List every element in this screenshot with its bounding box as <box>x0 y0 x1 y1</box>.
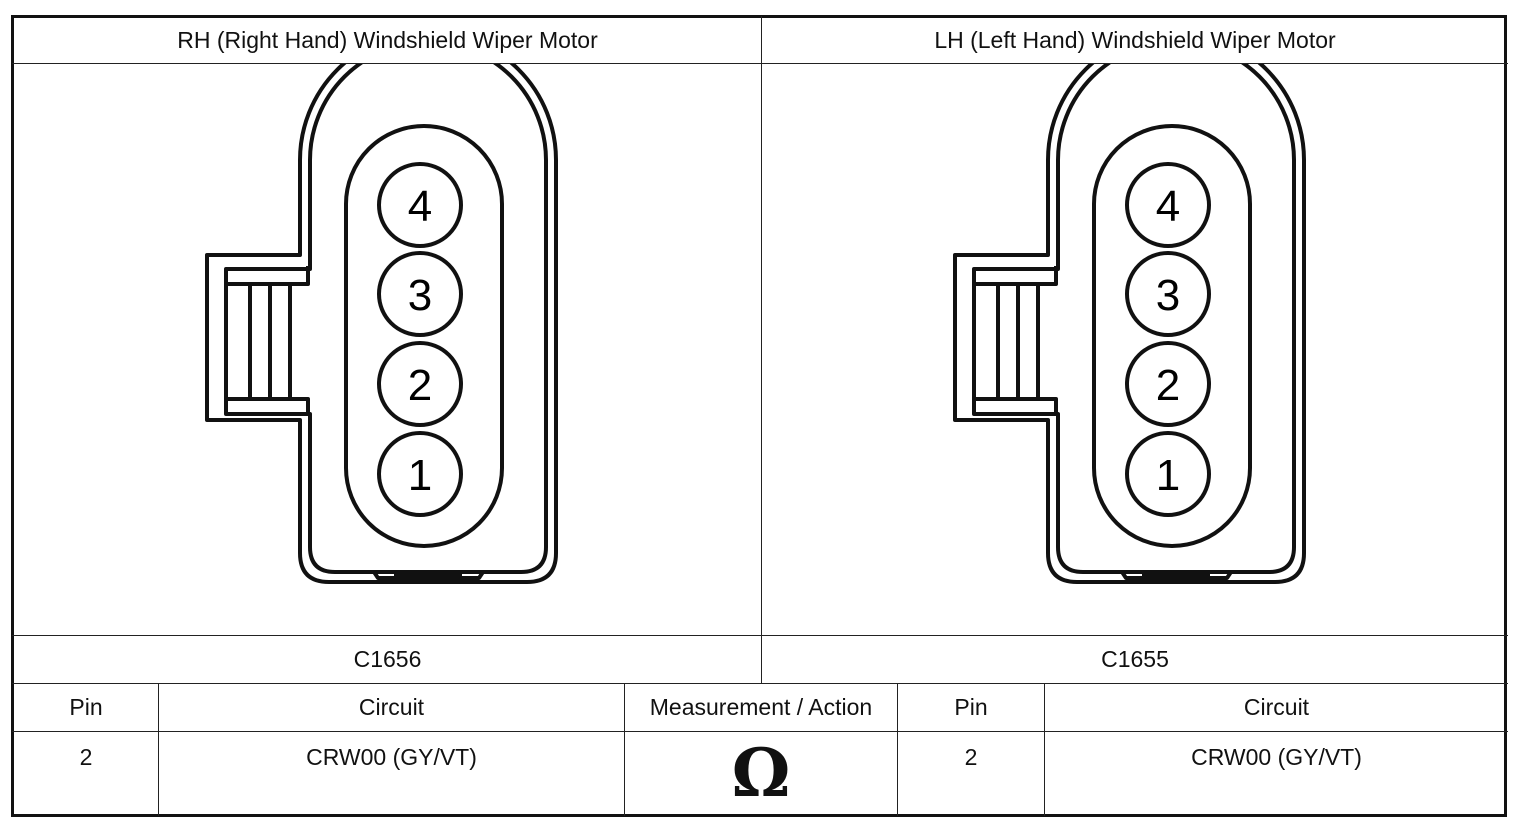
pin-circle <box>1125 162 1211 248</box>
divider <box>624 684 625 816</box>
row-measurement-action: Ω <box>625 732 897 814</box>
latch-slot <box>1120 570 1233 580</box>
pin-cavity <box>1092 124 1252 548</box>
pin-circle <box>377 341 463 427</box>
divider <box>158 684 159 816</box>
connector-housing-inner <box>972 64 1296 574</box>
divider <box>12 635 1508 636</box>
divider <box>761 16 762 684</box>
pin-label: 4 <box>408 182 432 231</box>
rh-connector-diagram: 4 3 2 1 <box>205 64 558 584</box>
rh-motor-title: RH (Right Hand) Windshield Wiper Motor <box>177 27 598 53</box>
pin-label: 1 <box>1156 451 1180 500</box>
pin-label: 3 <box>408 271 432 320</box>
pin-3: 3 <box>1125 251 1211 337</box>
pin-circle <box>377 431 463 517</box>
lh-connector-id: C1655 <box>1101 646 1169 672</box>
pin-1: 1 <box>1125 431 1211 517</box>
pin-cavity <box>344 124 504 548</box>
pin-circle <box>377 251 463 337</box>
pin-circle <box>1125 431 1211 517</box>
latch-slot <box>372 570 485 580</box>
header-pin-b: Pin <box>954 694 988 720</box>
pin-2: 2 <box>377 341 463 427</box>
row-pin-a: 2 <box>79 744 93 770</box>
lh-connector-diagram: 4 3 2 1 <box>953 64 1306 584</box>
pin-label: 2 <box>1156 361 1180 410</box>
connector-housing-inner <box>224 64 548 574</box>
lh-motor-title: LH (Left Hand) Windshield Wiper Motor <box>934 27 1336 53</box>
pin-label: 1 <box>408 451 432 500</box>
pin-2: 2 <box>1125 341 1211 427</box>
locking-tab <box>976 266 1058 414</box>
pin-circle <box>377 162 463 248</box>
header-measurement-action: Measurement / Action <box>649 694 873 720</box>
divider <box>12 683 1508 684</box>
connector-housing-outline <box>205 64 558 584</box>
table-frame <box>11 15 1507 817</box>
row-circuit-b: CRW00 (GY/VT) <box>1191 744 1362 770</box>
pin-circle <box>1125 251 1211 337</box>
connector-housing-outline <box>953 64 1306 584</box>
divider <box>12 63 1508 64</box>
divider <box>12 731 1508 732</box>
row-pin-b: 2 <box>964 744 978 770</box>
pin-4: 4 <box>377 162 463 248</box>
header-circuit-b: Circuit <box>1243 694 1310 720</box>
header-pin-a: Pin <box>69 694 103 720</box>
ohm-icon: Ω <box>731 734 791 812</box>
pin-4: 4 <box>1125 162 1211 248</box>
pin-label: 4 <box>1156 182 1180 231</box>
pin-label: 2 <box>408 361 432 410</box>
pin-1: 1 <box>377 431 463 517</box>
locking-tab <box>228 266 310 414</box>
divider <box>1044 684 1045 816</box>
row-circuit-a: CRW00 (GY/VT) <box>306 744 477 770</box>
header-circuit-a: Circuit <box>358 694 425 720</box>
rh-connector-id: C1656 <box>353 646 422 672</box>
pin-label: 3 <box>1156 271 1180 320</box>
pin-3: 3 <box>377 251 463 337</box>
pin-circle <box>1125 341 1211 427</box>
divider <box>897 684 898 816</box>
